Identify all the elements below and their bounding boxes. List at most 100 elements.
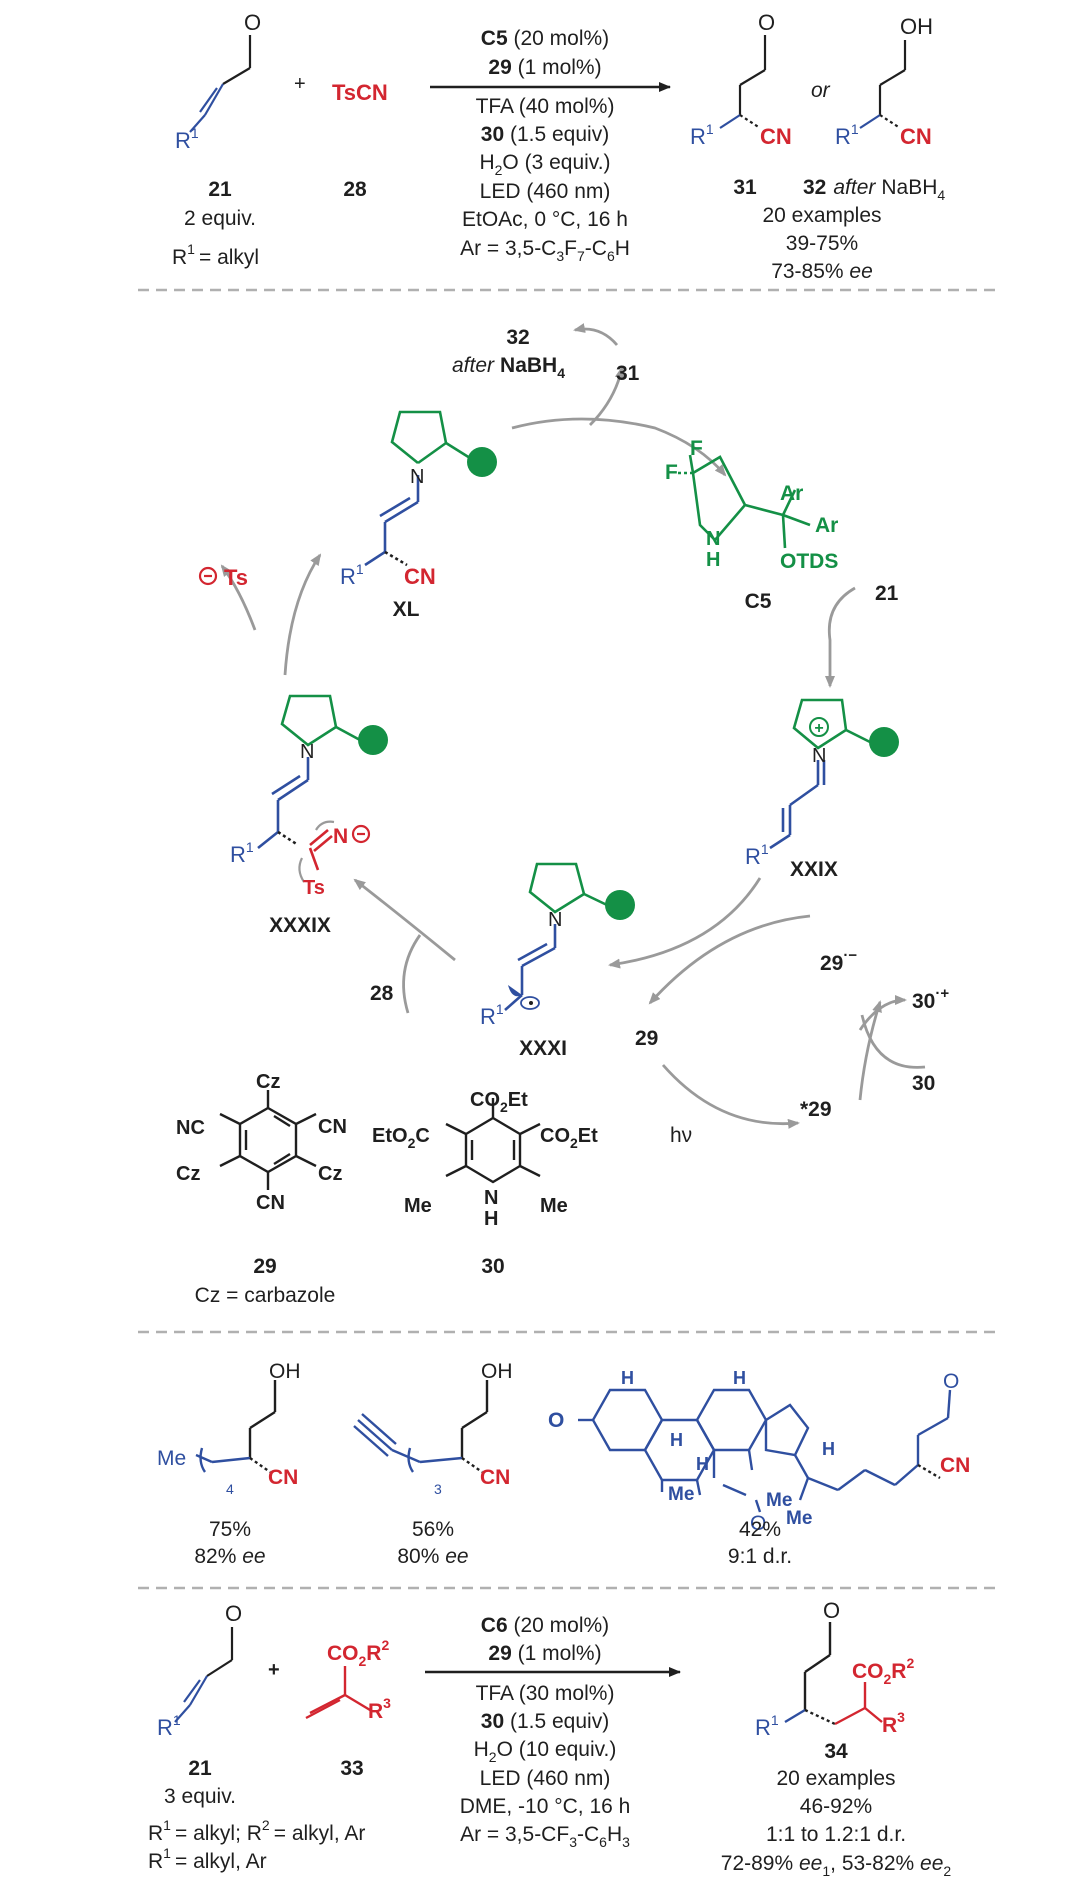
h-label: H: [733, 1368, 746, 1388]
otds-label: OTDS: [780, 550, 838, 573]
product-34-structure: [784, 1622, 883, 1726]
co2et-label: EtO2C: [372, 1125, 430, 1151]
cycle-32: 32: [506, 326, 529, 349]
f-label: F: [690, 437, 703, 460]
plus-charge-label: +: [814, 720, 823, 737]
ar-label: Ar: [780, 482, 803, 505]
s2-equiv-21: 3 equiv.: [164, 1785, 236, 1808]
ts-anion: Ts: [224, 565, 248, 590]
r1-label: R1: [480, 1001, 504, 1029]
svg-text:39-75%: 39-75%: [786, 232, 858, 255]
co2et-label: CO2Et: [540, 1125, 598, 1151]
h-label: H: [822, 1439, 835, 1459]
cycle-29-radical-anion: 29·−: [820, 947, 857, 975]
svg-text:LED (460 nm): LED (460 nm): [480, 180, 611, 203]
example-2-structure: [353, 1380, 489, 1473]
svg-text:H2O (10 equiv.): H2O (10 equiv.): [474, 1738, 617, 1765]
cycle-hv: hν: [670, 1124, 692, 1147]
scheme2-results: 20 examples 46-92% 1:1 to 1.2:1 d.r. 72-…: [721, 1767, 952, 1879]
cycle-28: 28: [370, 982, 394, 1005]
cz-label: Cz: [318, 1163, 342, 1185]
h-label: H: [670, 1430, 683, 1450]
equiv-21: 2 equiv.: [184, 207, 256, 230]
oh-label: OH: [900, 14, 933, 39]
ex1-ee: 82% ee: [194, 1545, 265, 1568]
svg-text:29 (1 mol%): 29 (1 mol%): [488, 56, 601, 79]
example-3-steroid-structure: [578, 1388, 952, 1513]
c5-structure: [678, 454, 811, 549]
minus-charge-icon: [351, 824, 371, 844]
o-label: O: [943, 1370, 959, 1393]
cmpd-34: 34: [824, 1740, 848, 1763]
ex3-dr: 9:1 d.r.: [728, 1545, 792, 1568]
svg-text:C5 (20 mol%): C5 (20 mol%): [481, 27, 609, 50]
cycle-29-excited: *29: [800, 1098, 832, 1121]
nh-label: N: [484, 1187, 498, 1209]
svg-text:Ar = 3,5-CF3-C6H3: Ar = 3,5-CF3-C6H3: [460, 1823, 630, 1850]
o-label: O: [244, 10, 261, 35]
ex3-yield: 42%: [739, 1518, 781, 1541]
cz-label: Cz: [256, 1071, 280, 1093]
nh-label: N: [706, 528, 720, 550]
acrylate-33-structure: [305, 1666, 371, 1720]
ts-label: Ts: [303, 877, 325, 899]
r1-label: R1: [745, 841, 769, 869]
oh-label: OH: [269, 1360, 301, 1383]
xl-structure: [364, 410, 471, 567]
catalyst-bulky-group: [869, 727, 899, 757]
hantzsch-30-number: 30: [481, 1255, 504, 1278]
cn-label: CN: [268, 1466, 298, 1489]
n-label: N: [333, 825, 348, 848]
plus-sign: +: [294, 73, 306, 95]
s2-cmpd-21: 21: [188, 1757, 212, 1780]
o-label: O: [225, 1601, 242, 1626]
cn-label: CN: [900, 124, 932, 149]
co2r2-label: CO2R2: [327, 1637, 389, 1669]
me-label: Me: [786, 1508, 812, 1529]
cycle-30: 30: [912, 1072, 935, 1095]
sub-4: 4: [226, 1481, 234, 1497]
r1-label: R1: [690, 121, 714, 149]
cn-label: CN: [940, 1454, 970, 1477]
o-label: O: [548, 1409, 564, 1432]
cn-label: CN: [760, 124, 792, 149]
product-32-structure: [859, 40, 907, 129]
cz-note: Cz = carbazole: [195, 1284, 336, 1307]
co2r2-label: CO2R2: [852, 1655, 914, 1687]
cmpd-31: 31: [733, 176, 757, 199]
cycle-31: 31: [616, 362, 640, 385]
svg-text:30 (1.5 equiv): 30 (1.5 equiv): [481, 1710, 609, 1733]
svg-text:H2O (3 equiv.): H2O (3 equiv.): [479, 151, 610, 178]
cycle-xxxix: XXXIX: [269, 914, 331, 937]
n-label: N: [410, 466, 424, 488]
n-label: N: [300, 741, 314, 763]
me-label: Me: [668, 1484, 694, 1505]
catalyst-bulky-group: [358, 725, 388, 755]
pc-29-number: 29: [253, 1255, 276, 1278]
catalyst-bulky-group: [605, 890, 635, 920]
cycle-xxix: XXIX: [790, 858, 838, 881]
xxxi-structure: [504, 862, 608, 1011]
n-label: N: [548, 909, 562, 931]
nh-label: H: [706, 549, 720, 571]
svg-text:29 (1 mol%): 29 (1 mol%): [488, 1642, 601, 1665]
cn-label: CN: [404, 564, 436, 589]
s2-cmpd-33: 33: [340, 1757, 363, 1780]
h-label: H: [696, 1454, 709, 1474]
nc-label: NC: [176, 1117, 205, 1139]
photocatalyst-29-structure: [219, 1090, 317, 1190]
xxxix-structure: [257, 694, 361, 871]
nh-label: H: [484, 1208, 498, 1230]
svg-text:TFA (30 mol%): TFA (30 mol%): [476, 1682, 615, 1705]
r3-label: R3: [368, 1695, 391, 1723]
n-label: N: [812, 745, 826, 767]
cz-label: Cz: [176, 1163, 200, 1185]
svg-text:Ar = 3,5-C3F7-C6H: Ar = 3,5-C3F7-C6H: [460, 237, 630, 264]
cycle-29: 29: [635, 1027, 658, 1050]
me-label: Me: [157, 1447, 186, 1470]
cmpd-21: 21: [208, 178, 232, 201]
f-label: F: [665, 461, 678, 484]
